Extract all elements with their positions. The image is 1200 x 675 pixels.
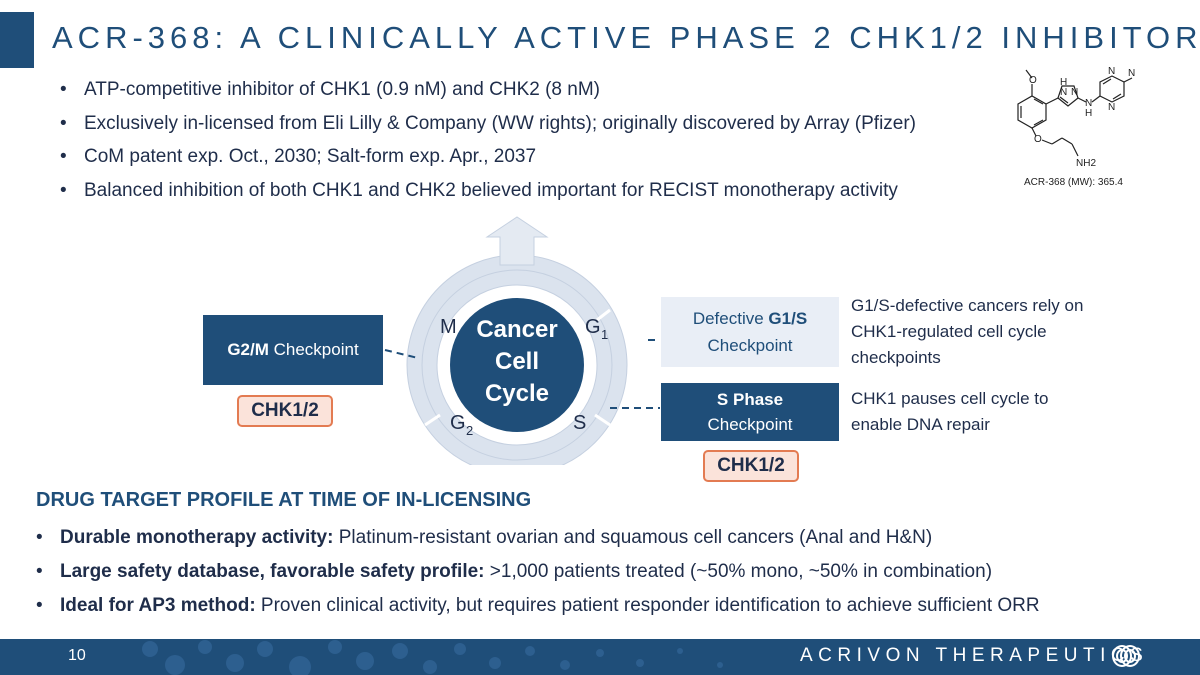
cell-cycle-diagram: Cancer Cell Cycle M G 1 S G 2 [406,216,628,465]
bullet-item: Exclusively in-licensed from Eli Lilly &… [56,107,916,141]
phase-g2-label: G [450,412,466,434]
chk-badge-right: CHK1/2 [703,450,799,482]
profile-item-label: Durable monotherapy activity: [60,527,334,548]
profile-item-text: Proven clinical activity, but requires p… [255,595,1040,616]
nitrogen-atom-label: N [1108,66,1115,77]
slide-title: ACR-368: A CLINICALLY ACTIVE PHASE 2 CHK… [52,20,1200,55]
g1s-label-line2: Checkpoint [707,336,793,355]
oxygen-atom-label: O [1034,134,1042,145]
circular-arrows-icon [406,216,628,465]
profile-heading: DRUG TARGET PROFILE AT TIME OF IN-LICENS… [36,489,532,511]
phase-s-label: S [573,412,586,434]
profile-item-text: >1,000 patients treated (~50% mono, ~50%… [484,561,993,582]
s-phase-label: S Phase [716,390,784,409]
g1s-prefix: Defective [692,309,769,328]
s-phase-checkpoint-box: S Phase Checkpoint [661,383,839,441]
footer-bar [0,639,1200,675]
molecule-caption: ACR-368 (MW): 365.4 [1024,177,1123,188]
phase-g1-subscript: 1 [601,327,608,342]
amine-group-label: NH2 [1076,158,1096,169]
nitrogen-atom-label: N [1060,87,1067,98]
cycle-center-label: Cancer [476,316,557,343]
page-number: 10 [68,647,86,664]
dashed-connectors [384,339,660,409]
cycle-center-label: Cycle [485,380,549,407]
profile-list: Durable monotherapy activity: Platinum-r… [32,521,1040,623]
profile-item: Ideal for AP3 method: Proven clinical ac… [32,589,1040,623]
bullet-item: Balanced inhibition of both CHK1 and CHK… [56,174,916,208]
profile-item-label: Ideal for AP3 method: [60,595,256,616]
g1s-explanation: G1/S-defective cancers rely on CHK1-regu… [851,296,1084,367]
company-name: ACRIVON THERAPEUTICS [800,645,1149,666]
profile-item-label: Large safety database, favorable safety … [60,561,485,582]
phase-g2-subscript: 2 [466,423,473,438]
footer-dot-pattern [142,640,723,675]
g2m-label-bold: G2/M [227,340,269,359]
s-phase-label-line2: Checkpoint [707,415,793,434]
hydrogen-atom-label: H [1085,108,1092,119]
molecule-structure-diagram: O O H N N N H N N N NH2 [1017,66,1135,169]
s-phase-explanation: CHK1 pauses cell cycle to enable DNA rep… [851,389,1049,434]
bullet-item: ATP-competitive inhibitor of CHK1 (0.9 n… [56,73,916,107]
cycle-center-label: Cell [495,348,539,375]
oxygen-atom-label: O [1029,75,1037,86]
nitrogen-atom-label: N [1128,68,1135,79]
chk-badge-left: CHK1/2 [237,395,333,427]
phase-g1-label: G [585,316,601,338]
g2m-checkpoint-box: G2/M Checkpoint [203,315,383,385]
title-accent-block [0,12,34,68]
g1s-checkpoint-box: Defective G1/S Checkpoint [661,297,839,367]
profile-item: Large safety database, favorable safety … [32,555,1040,589]
profile-item: Durable monotherapy activity: Platinum-r… [32,521,1040,555]
nitrogen-atom-label: N [1085,98,1092,109]
phase-m-label: M [440,316,457,338]
bullet-item: CoM patent exp. Oct., 2030; Salt-form ex… [56,140,916,174]
g1s-label-bold: G1/S [768,309,808,328]
acrivon-logo-icon [1112,645,1140,667]
hydrogen-atom-label: H [1060,77,1067,88]
nitrogen-atom-label: N [1071,87,1078,98]
cycle-center-circle [450,298,584,432]
key-facts-list: ATP-competitive inhibitor of CHK1 (0.9 n… [56,73,916,207]
nitrogen-atom-label: N [1108,102,1115,113]
g2m-label: Checkpoint [268,340,359,359]
profile-item-text: Platinum-resistant ovarian and squamous … [333,527,933,548]
